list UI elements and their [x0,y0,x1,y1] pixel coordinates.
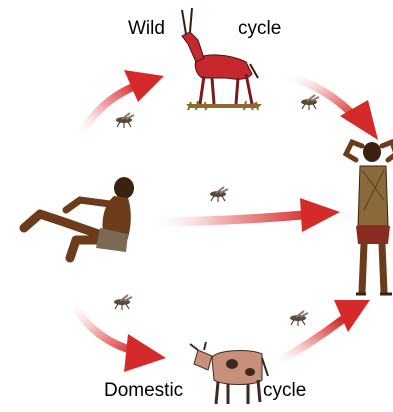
standing-man-icon [346,142,393,294]
reclining-man-icon [24,177,134,258]
antelope-icon [182,8,262,110]
arrow-human-to-antelope [78,70,164,140]
arrow-human-to-cow [70,298,166,372]
tsetse-fly-icon [210,187,228,202]
arrow-human-to-human [145,198,340,232]
tsetse-fly-icon [301,95,319,110]
cow-icon [190,342,268,404]
arrow-antelope-to-man [282,74,378,140]
tsetse-fly-icon [116,113,134,128]
tsetse-fly-icon [290,311,308,326]
arrow-cow-to-man [272,300,370,365]
tsetse-fly-icon [114,295,132,310]
